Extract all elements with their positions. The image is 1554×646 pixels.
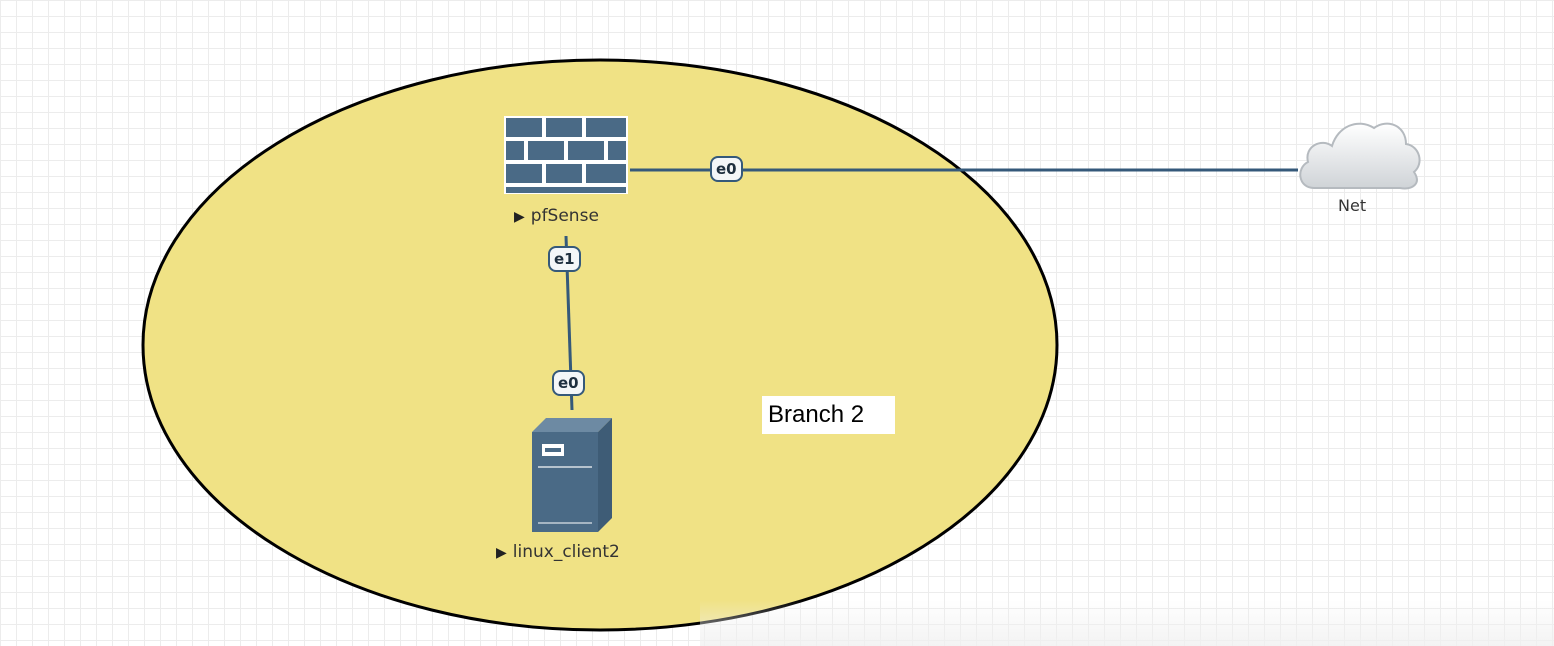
branch-area-label[interactable]: Branch 2 [762,396,895,434]
net-label: Net [1338,196,1367,215]
play-icon[interactable]: ▶ [496,545,507,561]
cloud-icon[interactable] [1299,122,1421,190]
interface-badge-pfsense-e1[interactable]: e1 [548,246,581,272]
firewall-icon[interactable] [504,116,628,194]
interface-badge-pfsense-e0[interactable]: e0 [710,156,743,182]
pfsense-label: pfSense [530,206,599,226]
server-icon[interactable] [532,418,612,532]
node-label-pfsense[interactable]: ▶ pfSense [514,206,599,226]
interface-badge-client-e0[interactable]: e0 [552,370,585,396]
linux-client2-label: linux_client2 [512,542,620,562]
node-label-linux-client2[interactable]: ▶ linux_client2 [496,542,620,562]
branch-area-shape[interactable] [141,58,1059,632]
play-icon[interactable]: ▶ [514,209,525,225]
